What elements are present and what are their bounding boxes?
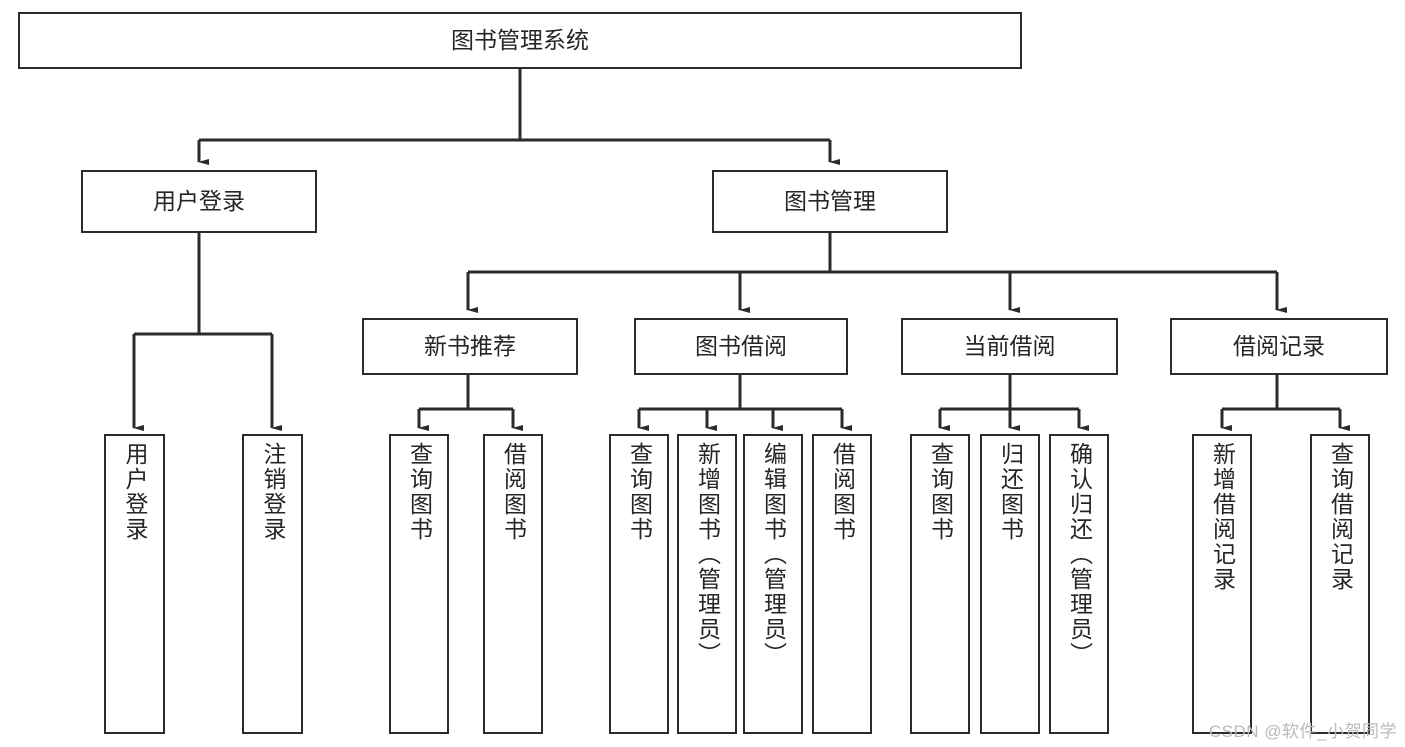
node-leaf-query-borrow-record[interactable]: 查询借阅记录 [1310,434,1370,734]
node-label: 查询图书 [626,442,653,542]
node-leaf-query-book-current[interactable]: 查询图书 [910,434,970,734]
node-label: 查询图书 [406,442,433,542]
node-label: 归还图书 [997,442,1024,542]
node-label: 用户登录 [153,188,245,215]
node-leaf-borrow-book-recommend[interactable]: 借阅图书 [483,434,543,734]
node-leaf-edit-book-admin[interactable]: 编辑图书（管理员） [743,434,803,734]
node-leaf-borrow-book[interactable]: 借阅图书 [812,434,872,734]
node-label: 确认归还（管理员） [1066,442,1093,667]
node-label: 借阅图书 [500,442,527,542]
node-label: 注销登录 [260,442,286,542]
node-user-login[interactable]: 用户登录 [81,170,317,233]
node-label: 图书管理 [784,188,876,215]
node-label: 图书管理系统 [451,27,589,54]
node-leaf-logout-login[interactable]: 注销登录 [242,434,303,734]
node-label: 用户登录 [122,442,148,542]
node-label: 借阅记录 [1233,333,1325,360]
node-book-management[interactable]: 图书管理 [712,170,948,233]
node-book-management-system[interactable]: 图书管理系统 [18,12,1022,69]
node-book-borrow[interactable]: 图书借阅 [634,318,848,375]
node-leaf-return-book[interactable]: 归还图书 [980,434,1040,734]
node-label: 编辑图书（管理员） [760,442,787,667]
node-label: 新增图书（管理员） [694,442,721,667]
node-label: 查询借阅记录 [1327,442,1354,592]
node-label: 新书推荐 [424,333,516,360]
node-leaf-user-login[interactable]: 用户登录 [104,434,165,734]
node-label: 新增借阅记录 [1209,442,1236,592]
node-leaf-add-book-admin[interactable]: 新增图书（管理员） [677,434,737,734]
node-leaf-query-book-recommend[interactable]: 查询图书 [389,434,449,734]
node-current-borrow[interactable]: 当前借阅 [901,318,1118,375]
node-borrow-record[interactable]: 借阅记录 [1170,318,1388,375]
node-label: 查询图书 [927,442,954,542]
node-label: 借阅图书 [829,442,856,542]
node-label: 当前借阅 [963,333,1056,360]
node-label: 图书借阅 [695,333,787,360]
node-leaf-query-book-borrow[interactable]: 查询图书 [609,434,669,734]
node-leaf-add-borrow-record[interactable]: 新增借阅记录 [1192,434,1252,734]
node-leaf-confirm-return-admin[interactable]: 确认归还（管理员） [1049,434,1109,734]
node-new-book-recommend[interactable]: 新书推荐 [362,318,578,375]
